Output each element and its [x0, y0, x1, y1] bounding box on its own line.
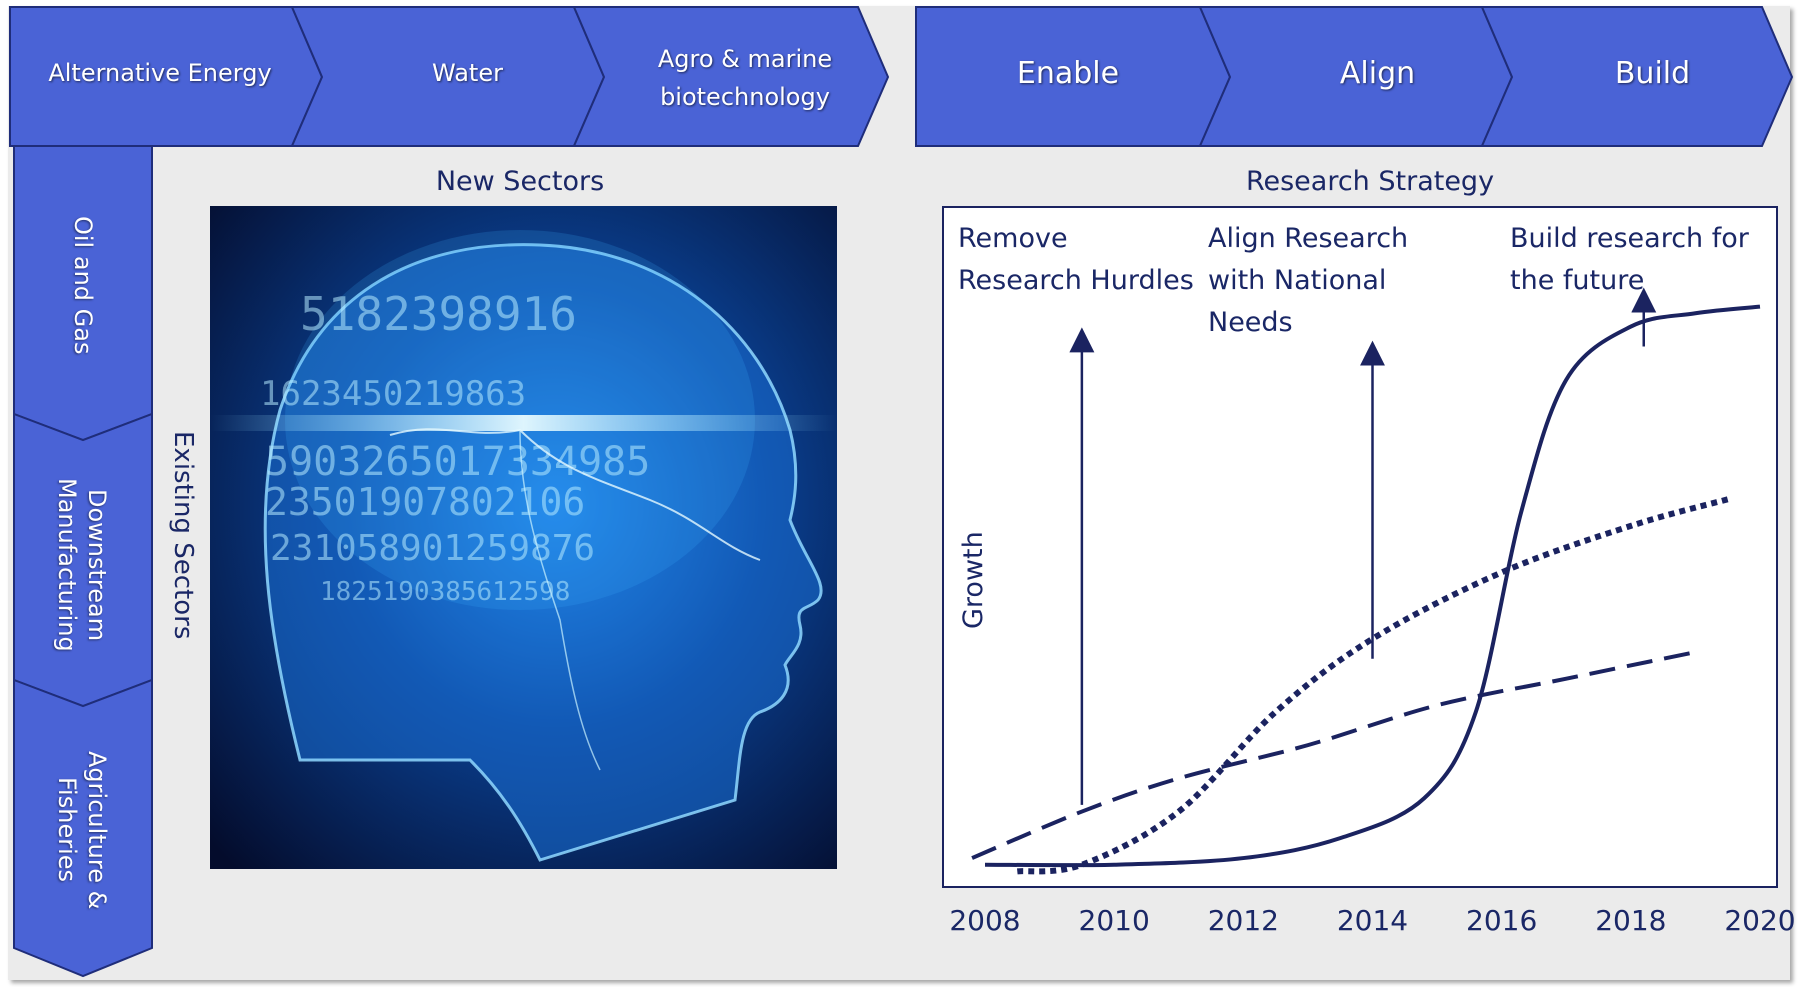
chevron-build: [1480, 6, 1794, 147]
chevron-label-agro-marine: Agro & marine biotechnology: [657, 45, 833, 111]
number-row: 1825190385612598: [320, 577, 570, 607]
chevron-agro-marine: [572, 6, 890, 147]
x-tick-label: 2016: [1466, 904, 1538, 937]
chevron-label-enable: Enable: [1016, 56, 1120, 91]
number-row: 23501907802106: [265, 480, 585, 524]
series-line-solid: [984, 304, 1761, 868]
x-tick-label: 2012: [1207, 904, 1279, 937]
number-row: 5903265017334985: [265, 439, 650, 485]
chevron-label-alternative-energy: Alternative Energy: [48, 59, 272, 87]
series-line-dashed: [971, 650, 1696, 860]
existing-sectors-label: Existing Sectors: [168, 430, 198, 640]
lightning-streak-2: [519, 429, 601, 771]
chevron-label-agriculture: Agriculture & Fisheries: [53, 750, 111, 910]
new-sectors-label: New Sectors: [435, 166, 605, 197]
digital-head-image: 5182398916162345021986359032650173349852…: [210, 206, 837, 869]
chevron-label-downstream: Downstream Manufacturing: [53, 478, 111, 652]
x-tick-label: 2008: [949, 904, 1021, 937]
light-beam: [210, 415, 837, 431]
chevron-label-align: Align: [1339, 56, 1416, 91]
y-axis-label: Growth: [958, 531, 989, 629]
x-tick-label: 2018: [1595, 904, 1667, 937]
number-row: 1623450219863: [260, 374, 526, 414]
x-tick-label: 2014: [1336, 904, 1409, 937]
lightning-streak: [389, 428, 761, 561]
annotation-align-research: Align Research with National Needs: [1208, 223, 1409, 338]
top-right-chevrons: [915, 6, 1794, 147]
research-strategy-label: Research Strategy: [1245, 166, 1495, 197]
chevron-label-build: Build: [1614, 56, 1691, 91]
x-tick-label: 2020: [1724, 904, 1796, 937]
x-tick-label: 2010: [1078, 904, 1150, 937]
chevron-agriculture: [13, 678, 153, 978]
chevron-label-oil-gas: Oil and Gas: [69, 215, 97, 355]
left-chevrons: [13, 145, 153, 978]
number-row: 231058901259876: [270, 528, 595, 569]
number-row: 5182398916: [300, 287, 577, 341]
growth-chart: [971, 287, 1761, 875]
annotation-build-research: Build research for the future: [1510, 223, 1749, 296]
chevron-label-water: Water: [432, 59, 503, 87]
top-left-chevrons: [9, 6, 890, 147]
numbers-overlay: 5182398916162345021986359032650173349852…: [260, 287, 650, 607]
annotation-remove-hurdles: Remove Research Hurdles: [958, 223, 1194, 296]
